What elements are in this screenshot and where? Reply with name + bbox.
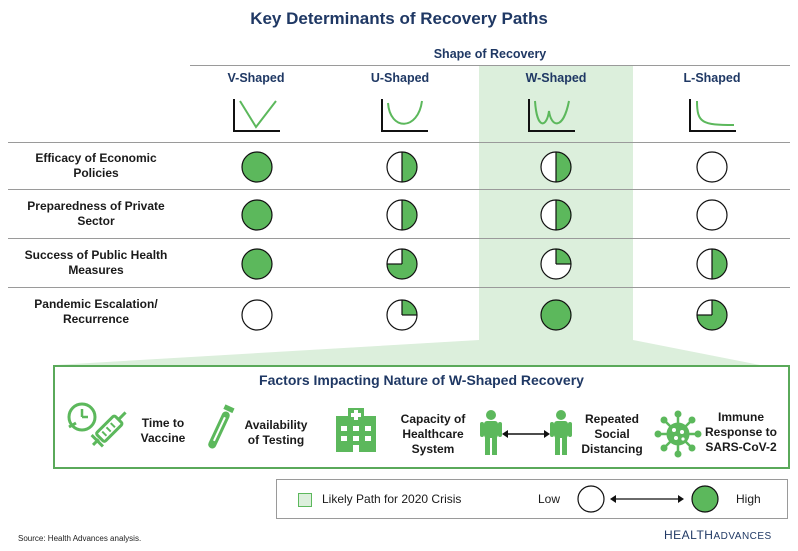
row-label-public-health: Success of Public Health Measures xyxy=(24,248,168,277)
clock-icon xyxy=(67,402,97,432)
health-advances-logo: HEALTHADVANCES xyxy=(664,528,772,542)
harvey-ball xyxy=(540,151,572,183)
row-divider xyxy=(8,238,790,239)
col-header-u-shaped: U-Shaped xyxy=(370,71,430,85)
w-shape-icon xyxy=(528,99,575,132)
person-icon xyxy=(550,410,572,455)
col-header-l-shaped: L-Shaped xyxy=(683,71,741,85)
harvey-ball xyxy=(241,299,273,331)
factor-repeated-social-distancing: Repeated Social Distancing xyxy=(581,412,643,456)
harvey-ball xyxy=(696,299,728,331)
row-label-private-sector: Preparedness of Private Sector xyxy=(27,199,165,228)
legend-low-label: Low xyxy=(538,492,561,506)
factor-capacity-of-healthcare: Capacity of Healthcare System xyxy=(400,412,466,456)
double-arrow-icon xyxy=(610,495,684,503)
l-shape-icon xyxy=(689,99,736,132)
col-header-w-shaped: W-Shaped xyxy=(525,71,587,85)
row-divider xyxy=(8,189,790,190)
harvey-ball xyxy=(540,299,572,331)
shape-of-recovery-header: Shape of Recovery xyxy=(433,47,547,61)
factor-availability-of-testing: Availability of Testing xyxy=(244,418,308,447)
harvey-ball xyxy=(386,248,418,280)
row-label-economic-policies: Efficacy of Economic Policies xyxy=(35,151,157,180)
v-shape-icon xyxy=(233,99,280,132)
harvey-ball xyxy=(386,151,418,183)
row-divider xyxy=(8,142,790,143)
syringe-icon xyxy=(90,411,127,448)
header-divider xyxy=(190,65,790,66)
likely-path-swatch xyxy=(298,493,312,507)
harvey-ball xyxy=(386,199,418,231)
harvey-ball xyxy=(696,199,728,231)
harvey-ball xyxy=(241,248,273,280)
harvey-ball xyxy=(696,151,728,183)
row-divider xyxy=(8,287,790,288)
source-note: Source: Health Advances analysis. xyxy=(18,534,142,543)
hospital-icon xyxy=(336,408,376,452)
factors-box xyxy=(53,365,790,469)
col-header-v-shaped: V-Shaped xyxy=(227,71,285,85)
test-swab-icon xyxy=(208,404,235,449)
factors-title: Factors Impacting Nature of W-Shaped Rec… xyxy=(259,372,584,388)
harvey-ball xyxy=(696,248,728,280)
harvey-ball xyxy=(540,248,572,280)
person-icon xyxy=(480,410,502,455)
legend-low-ball xyxy=(577,485,605,513)
harvey-ball xyxy=(540,199,572,231)
legend-high-label: High xyxy=(736,492,761,506)
factor-immune-response: Immune Response to SARS-CoV-2 xyxy=(704,410,777,454)
double-arrow-icon xyxy=(502,430,550,438)
harvey-ball xyxy=(241,199,273,231)
page-title: Key Determinants of Recovery Paths xyxy=(250,9,548,28)
virus-icon xyxy=(654,410,702,458)
legend-likely-path-label: Likely Path for 2020 Crisis xyxy=(322,492,462,506)
factor-time-to-vaccine: Time to Vaccine xyxy=(140,416,186,445)
legend-high-ball xyxy=(691,485,719,513)
row-label-pandemic-escalation: Pandemic Escalation/ Recurrence xyxy=(34,297,158,326)
harvey-ball xyxy=(386,299,418,331)
harvey-ball xyxy=(241,151,273,183)
u-shape-icon xyxy=(381,99,428,132)
